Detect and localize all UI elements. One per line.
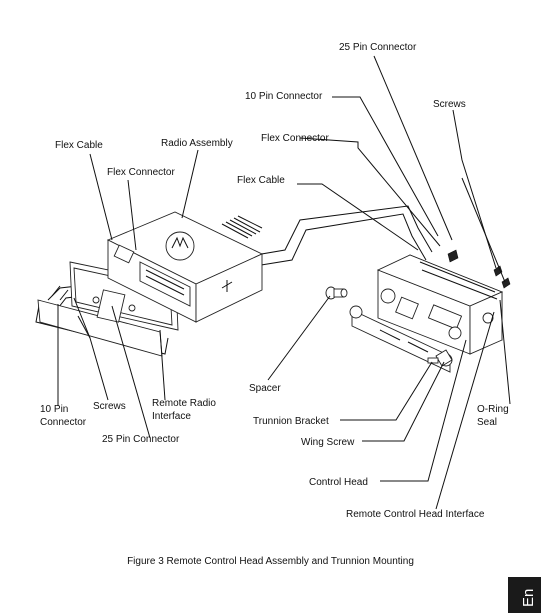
label-25-pin-connector-bottom: 25 Pin Connector: [102, 434, 180, 445]
label-spacer: Spacer: [249, 383, 281, 394]
radio-connector-block: [139, 261, 191, 307]
label-flex-cable-left: Flex Cable: [55, 140, 103, 151]
label-flex-cable-right: Flex Cable: [237, 175, 285, 186]
label-10-pin-line2: Connector: [40, 417, 87, 428]
label-oring-line2: Seal: [477, 417, 497, 428]
label-trunnion-bracket: Trunnion Bracket: [253, 416, 329, 427]
label-remote-control-head-interface: Remote Control Head Interface: [346, 509, 485, 520]
page-tab-label: En: [520, 588, 537, 607]
page-tab: En: [508, 577, 541, 613]
radio-heatsink-fins: [221, 215, 263, 239]
label-25-pin-connector-top: 25 Pin Connector: [339, 42, 417, 53]
wing-screw-shape: [427, 349, 453, 367]
label-remote-radio-interface-line1: Remote Radio: [152, 398, 216, 409]
spacer-shape: [325, 286, 348, 300]
label-10-pin-line1: 10 Pin: [40, 404, 68, 415]
label-wing-screw: Wing Screw: [301, 437, 355, 448]
label-screws-top: Screws: [433, 99, 466, 110]
label-oring-line1: O-Ring: [477, 404, 509, 415]
label-control-head: Control Head: [309, 477, 368, 488]
control-head-shape: [376, 254, 504, 355]
label-screws-bottom: Screws: [93, 401, 126, 412]
label-radio-assembly: Radio Assembly: [161, 138, 233, 149]
leader-lines: [57, 55, 511, 510]
radio-assembly-shape: [106, 211, 264, 323]
figure-caption: Figure 3 Remote Control Head Assembly an…: [127, 556, 414, 567]
label-flex-connector-left: Flex Connector: [107, 167, 175, 178]
screws-shape: [447, 249, 511, 289]
diagram-labels: 25 Pin Connector 10 Pin Connector Screws…: [40, 42, 509, 520]
label-flex-connector-right: Flex Connector: [261, 133, 329, 144]
label-10-pin-connector-top: 10 Pin Connector: [245, 91, 323, 102]
label-remote-radio-interface-line2: Interface: [152, 411, 191, 422]
